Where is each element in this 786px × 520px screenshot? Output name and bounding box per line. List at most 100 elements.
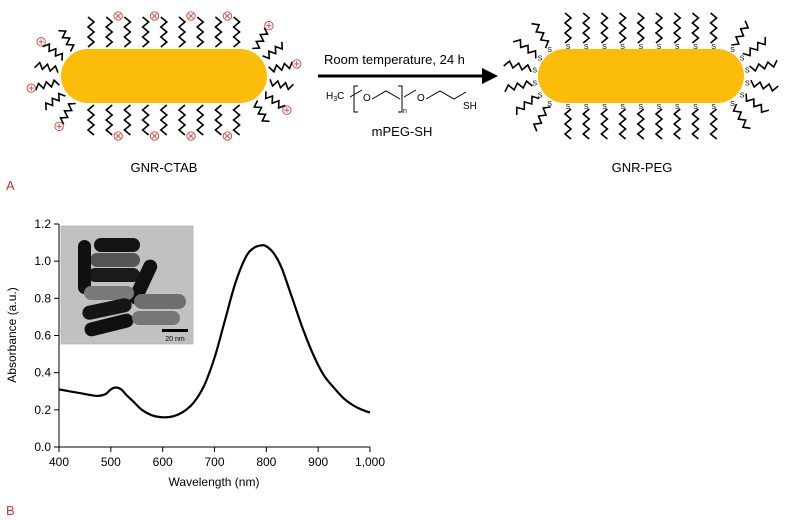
- y-axis-label: Absorbance (a.u.): [5, 287, 19, 382]
- thiol-anchor-mark: S: [693, 104, 698, 111]
- mpeg-sh-label: mPEG-SH: [372, 124, 433, 139]
- gold-nanorod-peg: [538, 49, 744, 103]
- formula-sub3: 3: [333, 96, 337, 103]
- ligand-chain: [731, 20, 750, 46]
- ligand-chain: [86, 104, 96, 136]
- panel-label-b: B: [6, 503, 15, 518]
- ligand-chain: [252, 27, 269, 50]
- x-tick-label: 500: [101, 455, 121, 469]
- ligand-chain: [532, 106, 551, 132]
- thiol-anchor-mark: S: [740, 92, 745, 99]
- ligand-chain: [691, 12, 700, 44]
- thiol-anchor-mark: S: [675, 44, 680, 51]
- thiol-anchor-mark: S: [657, 104, 662, 111]
- ligand-chain: [123, 104, 132, 136]
- ligand-chain: [672, 108, 682, 140]
- anion-mark-icon: [115, 13, 121, 19]
- ligand-chain: [512, 38, 537, 59]
- ligand-chain: [732, 103, 751, 130]
- tem-inset-image: 20 nm: [60, 225, 194, 345]
- cation-mark-icon: [56, 123, 62, 129]
- cation-mark-icon: [266, 23, 272, 29]
- thiol-anchor-mark: S: [711, 44, 716, 51]
- ligand-chain: [742, 36, 767, 57]
- ligand-chain: [745, 93, 770, 114]
- formula-sh: SH: [463, 101, 477, 112]
- ligand-chain: [159, 104, 169, 136]
- repeat-bracket-left-icon: [353, 85, 358, 113]
- thiol-anchor-mark: S: [638, 44, 643, 51]
- ligand-chain: [636, 108, 646, 140]
- anion-mark-icon: [115, 133, 121, 139]
- thiol-anchor-mark: S: [602, 44, 607, 51]
- repeat-bracket-right-icon: [398, 85, 403, 113]
- anion-mark-icon: [188, 133, 194, 139]
- x-tick-label: 1,000: [355, 455, 385, 469]
- ligand-chain: [214, 16, 223, 48]
- thiol-anchor-mark: S: [693, 44, 698, 51]
- ligand-chain: [531, 22, 550, 49]
- thiol-anchor-mark: S: [657, 44, 662, 51]
- anion-mark-icon: [188, 13, 194, 19]
- thiol-chain-bonds: [425, 90, 467, 100]
- anion-mark-icon: [151, 13, 158, 19]
- ligand-chain: [44, 92, 66, 111]
- y-tick-label: 1.0: [34, 254, 51, 268]
- anion-mark-icon: [224, 13, 231, 19]
- anion-mark-icon: [224, 133, 231, 139]
- peg-chain-bonds: [349, 89, 363, 98]
- x-tick-label: 600: [153, 455, 173, 469]
- thiol-anchor-mark: S: [547, 101, 552, 108]
- thiol-anchor-mark: S: [675, 104, 680, 111]
- thiol-anchor-mark: S: [745, 80, 750, 87]
- peg-repeat-bonds: [371, 90, 401, 100]
- ligand-chain: [104, 16, 114, 48]
- cation-mark-icon: [294, 61, 300, 67]
- ligand-chain: [600, 12, 609, 44]
- y-tick-label: 0.2: [34, 403, 51, 417]
- anion-mark-icon: [151, 133, 158, 139]
- ligand-chain: [654, 108, 664, 140]
- x-tick-label: 900: [308, 455, 328, 469]
- thiol-anchor-mark: S: [638, 104, 643, 111]
- ligand-chain: [563, 108, 573, 140]
- formula-n: n: [403, 108, 407, 115]
- ligand-chain: [264, 91, 286, 110]
- y-tick-label: 1.2: [34, 217, 51, 231]
- ligand-chain: [581, 108, 591, 140]
- ligand-chain: [232, 16, 241, 48]
- thiol-anchor-mark: S: [538, 56, 543, 63]
- ligand-chain: [35, 78, 60, 91]
- ligand-chain: [749, 59, 778, 73]
- ligand-chain: [214, 104, 223, 136]
- ligand-chain: [262, 41, 284, 60]
- thiol-anchor-mark: S: [584, 104, 589, 111]
- ligand-chain: [654, 12, 664, 44]
- ligand-chain: [268, 61, 293, 74]
- ligand-chain: [34, 61, 59, 73]
- formula-o2: O: [417, 93, 425, 104]
- gnr-ctab-label: GNR-CTAB: [131, 160, 198, 175]
- reaction-arrow-head-icon: [482, 68, 498, 84]
- ligand-chain: [709, 108, 718, 140]
- thiol-anchor-mark: S: [532, 80, 537, 87]
- ligand-chain: [503, 59, 532, 73]
- x-tick-label: 400: [49, 455, 69, 469]
- ligand-chain: [59, 102, 76, 125]
- ligand-chain: [58, 29, 75, 52]
- cation-mark-icon: [28, 85, 34, 91]
- ligand-chain: [515, 95, 540, 116]
- formula-h: H: [326, 91, 333, 102]
- thiol-anchor-mark: S: [566, 104, 571, 111]
- y-tick-label: 0.6: [34, 329, 51, 343]
- ligand-chain: [672, 12, 682, 44]
- ligand-chain: [104, 104, 114, 136]
- ligand-chain: [141, 16, 150, 48]
- y-tick-label: 0.8: [34, 291, 51, 305]
- ligand-chain: [636, 12, 646, 44]
- ligand-chain: [141, 104, 150, 136]
- ligand-chain: [269, 79, 294, 91]
- thiol-anchor-mark: S: [740, 56, 745, 63]
